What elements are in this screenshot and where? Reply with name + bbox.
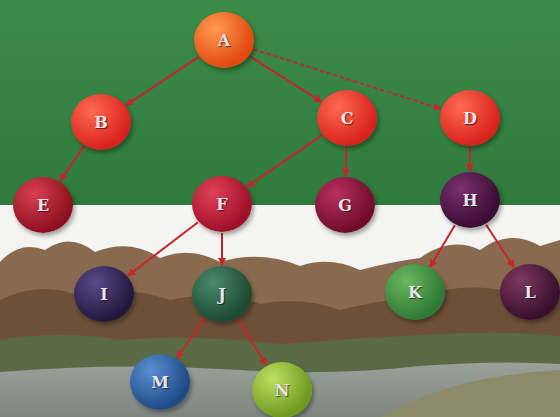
tree-arrow [250,56,322,101]
node-letter: E [37,196,49,215]
node-letter: K [408,283,422,302]
node-letter: F [216,195,227,214]
tree-node-ball: K [385,264,445,320]
node-letter: G [338,196,352,215]
riverbank [0,332,560,417]
tree-node-ball: C [317,90,377,146]
tree-node-ball: M [130,354,190,410]
tree-node-ball: I [74,266,134,322]
tree-arrow [60,146,84,180]
river [0,362,560,417]
tree-arrow [247,135,322,187]
tree-arrow [345,147,348,176]
node-letter: D [463,109,477,128]
tree-node-ball: A [194,12,254,68]
tree-node-ball: H [440,172,500,228]
tree-arrow [430,225,455,266]
tree-arrow [128,222,198,275]
node-letter: B [94,113,108,132]
tree-node-ball: N [252,362,312,417]
tree-node-ball: D [440,90,500,146]
tree-arrow [486,225,514,267]
tree-node-ball: J [192,266,252,322]
tree-arrow [126,57,199,105]
node-letter: A [218,31,230,50]
tree-node-ball: L [500,264,560,320]
tree-node-ball: E [13,177,73,233]
tree-line [0,238,560,417]
tree-node-ball: F [192,176,252,232]
node-letter: I [100,285,107,304]
node-letter: J [218,285,226,304]
tree-arrow [469,147,471,171]
node-letter: M [151,373,169,392]
node-letter: N [275,381,290,400]
tree-node-ball: B [71,94,131,150]
tree-node-ball: G [315,177,375,233]
node-letter: L [524,283,535,302]
node-letter: C [341,109,354,128]
tree-arrow [221,233,223,265]
tree-arrow [238,319,267,365]
sky-band [0,205,560,417]
tree-arrow [177,318,205,358]
shore [380,370,560,417]
node-letter: H [462,191,477,210]
